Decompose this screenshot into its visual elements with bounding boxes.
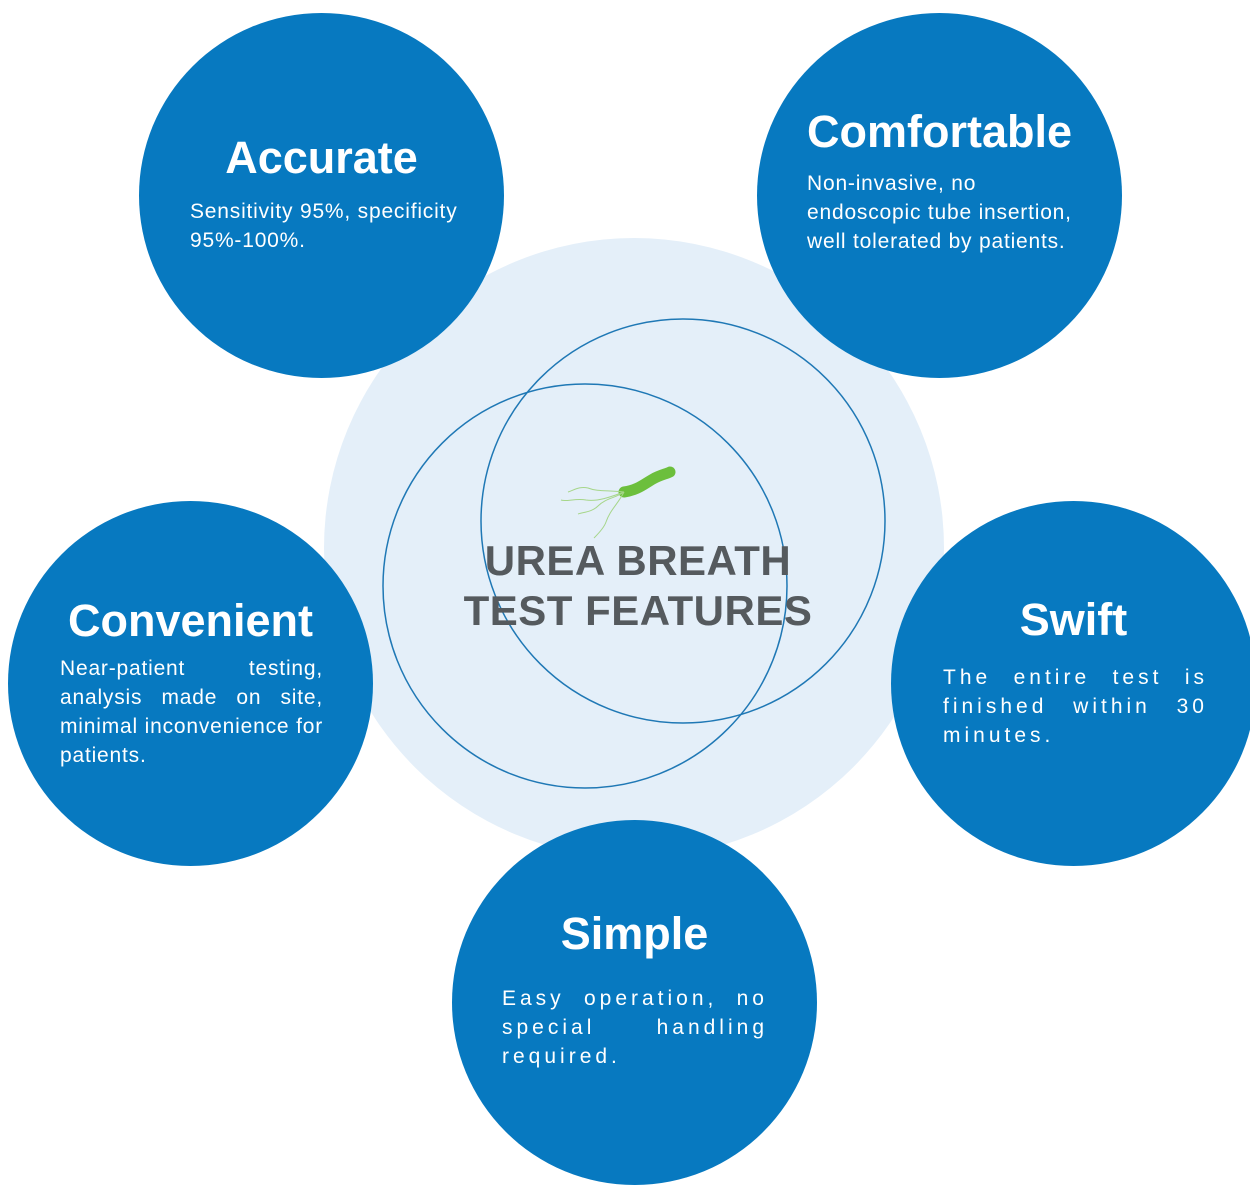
feature-swift: Swift The entire test is finished within… — [891, 501, 1250, 866]
feature-simple-title: Simple — [560, 908, 709, 959]
center-title: UREA BREATH TEST FEATURES — [420, 536, 856, 636]
feature-swift-text: The entire test is finished within 30 mi… — [943, 666, 1208, 747]
ring-left — [382, 383, 788, 789]
feature-convenient-title: Convenient — [67, 595, 314, 646]
feature-accurate-text: Sensitivity 95%, specificity 95%-100%. — [190, 200, 458, 252]
feature-simple-text: Easy operation, no special handling requ… — [502, 987, 768, 1068]
bacterium-icon — [560, 466, 676, 539]
feature-swift-title: Swift — [1019, 594, 1128, 645]
feature-convenient-text: Near-patient testing, analysis made on s… — [60, 657, 323, 767]
feature-simple: Simple Easy operation, no special handli… — [452, 820, 817, 1185]
ring-right — [480, 318, 886, 724]
center-title-line-2: TEST FEATURES — [463, 587, 813, 634]
feature-convenient: Convenient Near-patient testing, analysi… — [8, 501, 373, 866]
feature-accurate-title: Accurate — [225, 132, 418, 183]
feature-comfortable-title: Comfortable — [806, 106, 1072, 157]
feature-comfortable-text: Non-invasive, no endoscopic tube inserti… — [807, 172, 1072, 253]
center-title-line-1: UREA BREATH — [484, 537, 792, 584]
feature-accurate: Accurate Sensitivity 95%, specificity 95… — [139, 13, 504, 378]
feature-comfortable: Comfortable Non-invasive, no endoscopic … — [757, 13, 1122, 378]
